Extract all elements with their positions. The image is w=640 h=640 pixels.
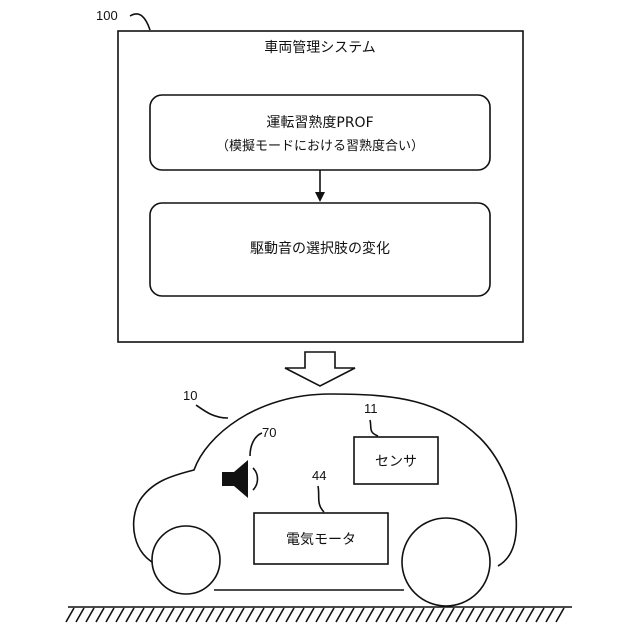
ground-hatch-stroke [286, 608, 294, 622]
ground-hatch-stroke [456, 608, 464, 622]
system-ref-number: 100 [96, 8, 118, 23]
ground-hatch-stroke [116, 608, 124, 622]
ground-hatch-stroke [296, 608, 304, 622]
speaker-ref-number: 70 [262, 425, 276, 440]
ground-hatch-stroke [326, 608, 334, 622]
flow-arrowhead [315, 192, 325, 202]
system-title: 車両管理システム [264, 39, 376, 56]
ground-hatch-stroke [106, 608, 114, 622]
ground-hatch-stroke [496, 608, 504, 622]
motor-ref-number: 44 [312, 468, 326, 483]
rear-wheel [402, 518, 490, 606]
proficiency-sublabel: （模擬モードにおける習熟度合い） [216, 138, 424, 154]
ground-hatch-stroke [266, 608, 274, 622]
drive-sound-label: 駆動音の選択肢の変化 [250, 240, 390, 257]
ground-hatch-stroke [186, 608, 194, 622]
ground-hatch-stroke [426, 608, 434, 622]
sensor-leader-line [370, 420, 378, 436]
ground-hatch-stroke [226, 608, 234, 622]
ground-hatch-stroke [196, 608, 204, 622]
ground-hatch-stroke [536, 608, 544, 622]
proficiency-label: 運転習熟度PROF [266, 115, 373, 131]
ground-hatch-stroke [396, 608, 404, 622]
ground-hatch-stroke [156, 608, 164, 622]
vehicle-leader-line [196, 405, 228, 418]
ground-hatch-stroke [236, 608, 244, 622]
ground-hatch-stroke [516, 608, 524, 622]
front-wheel [152, 526, 220, 594]
sensor-label: センサ [375, 454, 417, 470]
speaker-leader-line [250, 433, 262, 456]
ground-hatch-stroke [546, 608, 554, 622]
ground-hatch-stroke [446, 608, 454, 622]
ground-hatch-stroke [386, 608, 394, 622]
ground-hatching [66, 607, 572, 622]
block-down-arrow [285, 352, 355, 386]
ground-hatch-stroke [406, 608, 414, 622]
ground-hatch-stroke [276, 608, 284, 622]
system-leader-line [130, 14, 150, 30]
ground-hatch-stroke [416, 608, 424, 622]
ground-hatch-stroke [486, 608, 494, 622]
motor-leader-line [318, 486, 324, 512]
ground-hatch-stroke [76, 608, 84, 622]
ground-hatch-stroke [206, 608, 214, 622]
ground-hatch-stroke [336, 608, 344, 622]
ground-hatch-stroke [376, 608, 384, 622]
ground-hatch-stroke [356, 608, 364, 622]
ground-hatch-stroke [136, 608, 144, 622]
ground-hatch-stroke [146, 608, 154, 622]
motor-label: 電気モータ [286, 532, 356, 548]
sensor-ref-number: 11 [364, 401, 378, 416]
vehicle-ref-number: 10 [183, 388, 197, 403]
ground-hatch-stroke [306, 608, 314, 622]
ground-hatch-stroke [66, 608, 74, 622]
ground-hatch-stroke [346, 608, 354, 622]
ground-hatch-stroke [216, 608, 224, 622]
ground-hatch-stroke [96, 608, 104, 622]
proficiency-box [150, 95, 490, 170]
ground-hatch-stroke [556, 608, 564, 622]
ground-hatch-stroke [506, 608, 514, 622]
ground-hatch-stroke [366, 608, 374, 622]
ground-hatch-stroke [476, 608, 484, 622]
ground-hatch-stroke [246, 608, 254, 622]
ground-hatch-stroke [176, 608, 184, 622]
ground-hatch-stroke [316, 608, 324, 622]
ground-hatch-stroke [126, 608, 134, 622]
speaker-icon [222, 460, 258, 498]
ground-hatch-stroke [466, 608, 474, 622]
ground-hatch-stroke [86, 608, 94, 622]
ground-hatch-stroke [436, 608, 444, 622]
ground-hatch-stroke [166, 608, 174, 622]
ground-hatch-stroke [526, 608, 534, 622]
ground-hatch-stroke [256, 608, 264, 622]
